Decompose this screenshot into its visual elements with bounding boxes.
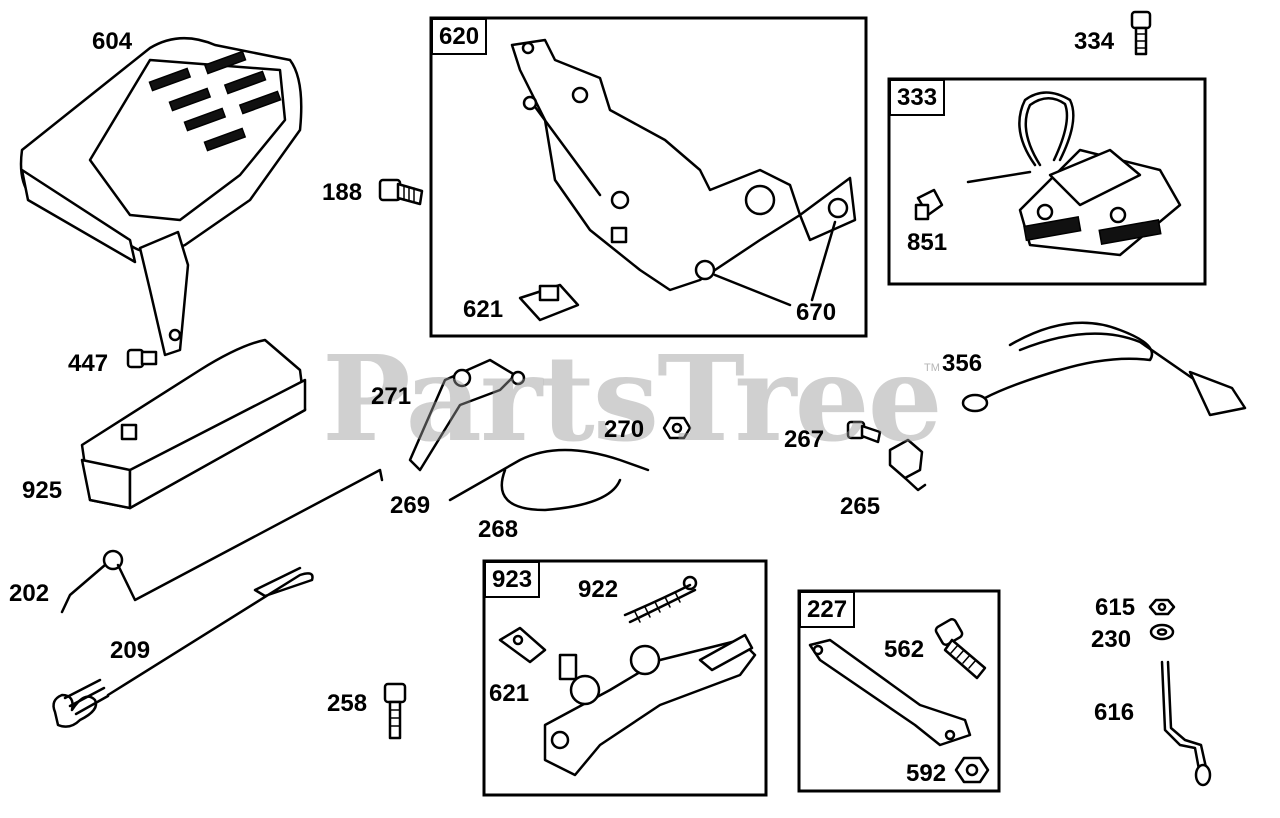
cable-269-268[interactable] — [448, 448, 650, 512]
lever-271[interactable] — [408, 358, 526, 472]
shaft-616[interactable] — [1160, 660, 1212, 787]
label-269: 269 — [390, 492, 431, 519]
nut-270[interactable] — [662, 416, 692, 440]
bolt-562[interactable] — [934, 618, 987, 680]
label-209: 209 — [110, 637, 151, 664]
link-227[interactable] — [808, 638, 972, 747]
label-851: 851 — [907, 229, 948, 256]
ground-wire-356[interactable] — [961, 321, 1247, 417]
watermark: PartsTree — [322, 329, 943, 468]
governor-923[interactable] — [543, 633, 757, 777]
blower-housing-604[interactable] — [19, 36, 303, 357]
label-202: 202 — [9, 580, 50, 607]
clip-265[interactable] — [888, 438, 927, 492]
label-188: 188 — [322, 179, 363, 206]
label-334: 334 — [1074, 28, 1115, 55]
label-270: 270 — [604, 416, 645, 443]
bolt-188[interactable] — [378, 178, 424, 206]
label-616: 616 — [1094, 699, 1135, 726]
nut-615[interactable] — [1148, 598, 1176, 616]
nut-592[interactable] — [954, 756, 990, 784]
label-922: 922 — [578, 576, 619, 603]
label-267: 267 — [784, 426, 825, 453]
box-label-923: 923 — [484, 561, 541, 598]
label-268: 268 — [478, 516, 519, 543]
clip-621-bottom[interactable] — [498, 626, 547, 664]
watermark-trademark: TM — [924, 362, 940, 374]
label-925: 925 — [22, 477, 63, 504]
armature-333[interactable] — [966, 91, 1182, 257]
label-615: 615 — [1095, 594, 1136, 621]
screw-447[interactable] — [126, 348, 158, 369]
cover-925[interactable] — [80, 338, 307, 510]
box-333-frame — [887, 77, 1207, 286]
label-258: 258 — [327, 690, 368, 717]
label-604: 604 — [92, 28, 133, 55]
control-bracket-620[interactable] — [510, 38, 857, 307]
box-620-frame — [429, 16, 868, 338]
label-447: 447 — [68, 350, 109, 377]
box-label-333: 333 — [889, 79, 946, 116]
box-227-frame — [797, 589, 1001, 793]
box-label-227: 227 — [799, 591, 856, 628]
label-265: 265 — [840, 493, 881, 520]
clip-621-top[interactable] — [518, 283, 580, 322]
label-621-bottom: 621 — [489, 680, 530, 707]
label-670: 670 — [796, 299, 837, 326]
label-562: 562 — [884, 636, 925, 663]
box-label-620: 620 — [431, 18, 488, 55]
label-271: 271 — [371, 383, 412, 410]
label-230: 230 — [1091, 626, 1132, 653]
label-621-top: 621 — [463, 296, 504, 323]
spring-922[interactable] — [623, 575, 698, 624]
label-356: 356 — [942, 350, 983, 377]
washer-230[interactable] — [1149, 623, 1175, 641]
bolt-334[interactable] — [1130, 10, 1152, 56]
rod-202[interactable] — [60, 468, 384, 614]
spring-209[interactable] — [52, 566, 314, 728]
screw-267[interactable] — [846, 420, 882, 444]
label-592: 592 — [906, 760, 947, 787]
bolt-258[interactable] — [383, 682, 407, 740]
plug-851[interactable] — [914, 188, 944, 221]
box-923-frame — [482, 559, 768, 797]
